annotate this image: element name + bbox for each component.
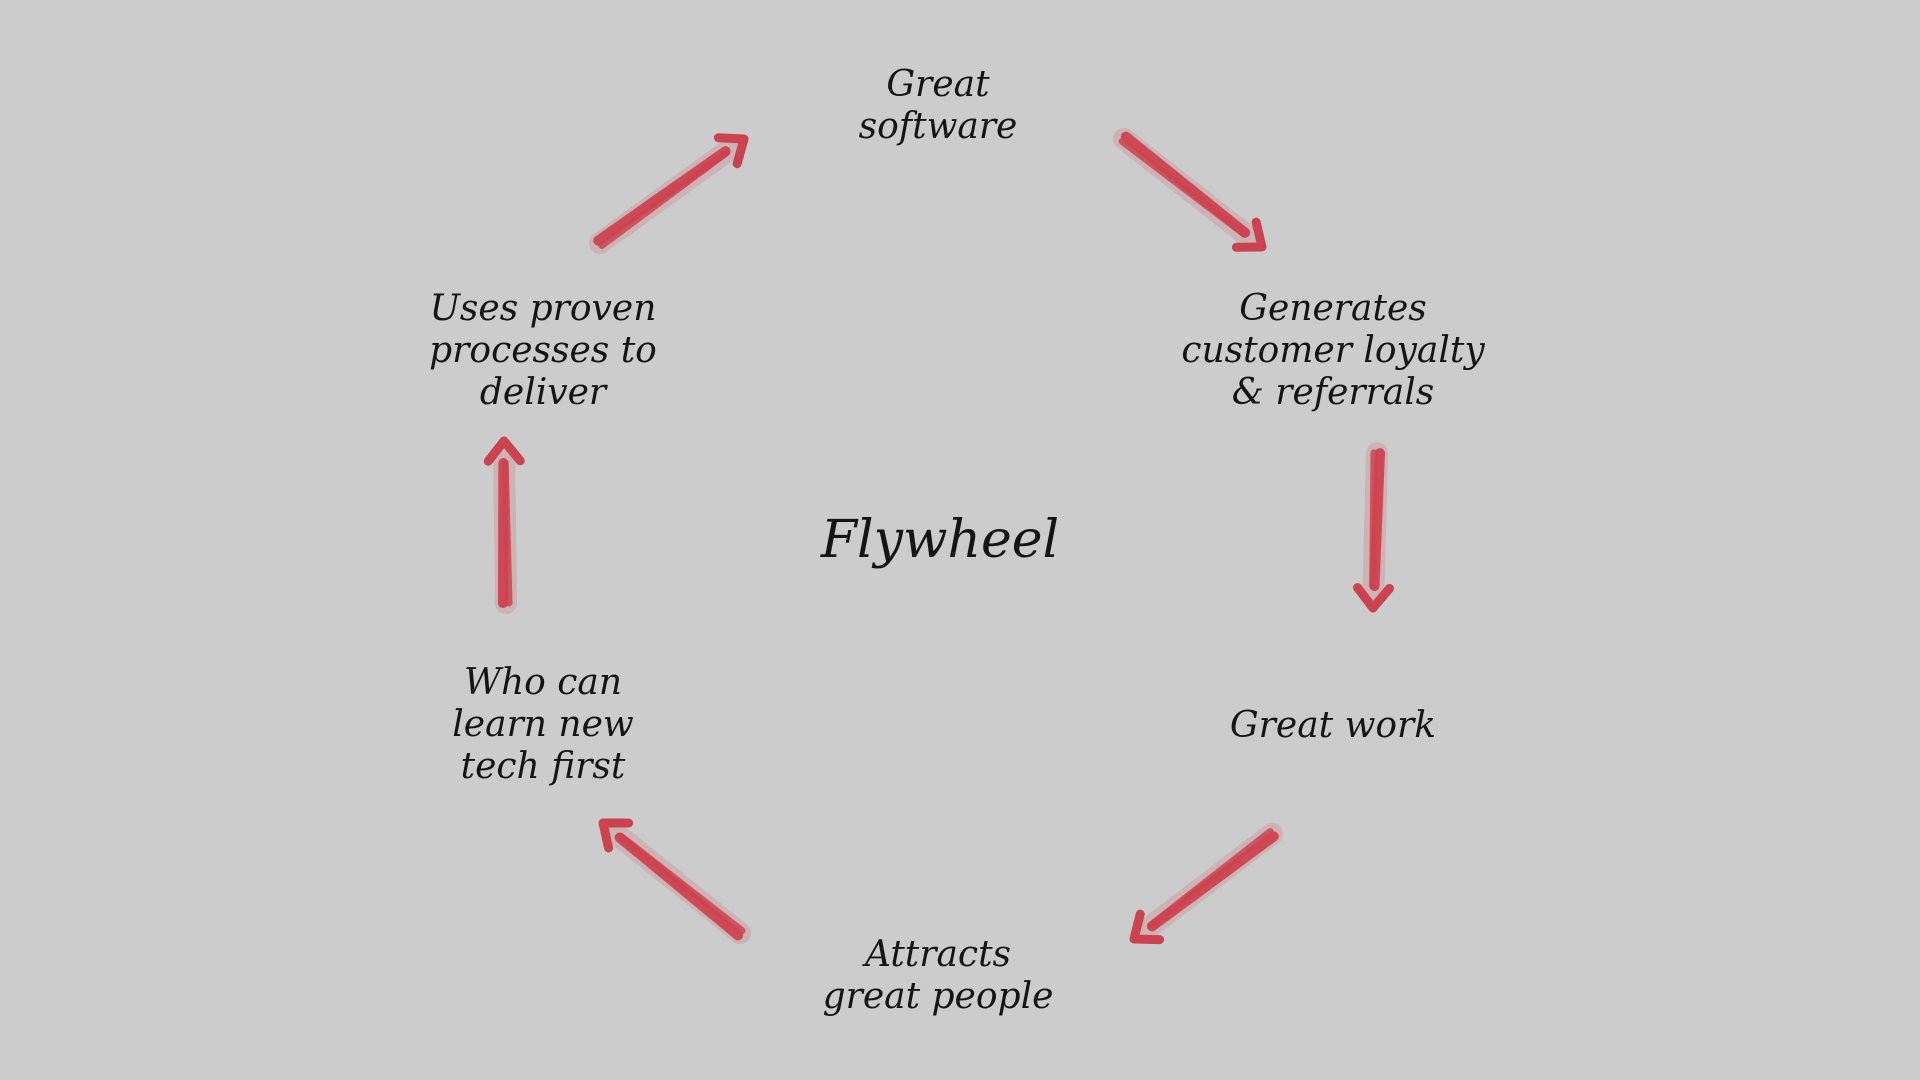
arrow-1	[1113, 128, 1267, 252]
arrow-2	[1353, 442, 1395, 613]
node-great-people: Attracts great people	[822, 934, 1054, 1017]
node-proven-processes: Uses proven processes to deliver	[429, 288, 657, 413]
node-customer-loyalty: Generates customer loyalty & referrals	[1181, 288, 1485, 413]
arrow-5	[483, 436, 525, 614]
arrow-6	[589, 133, 749, 254]
arrow-3	[1129, 823, 1283, 945]
node-great-software: Great software	[858, 64, 1018, 147]
node-great-work: Great work	[1229, 705, 1437, 746]
arrow-4	[598, 818, 751, 944]
node-learn-new-tech: Who can learn new tech first	[452, 662, 634, 787]
center-title: Flywheel	[820, 510, 1060, 570]
